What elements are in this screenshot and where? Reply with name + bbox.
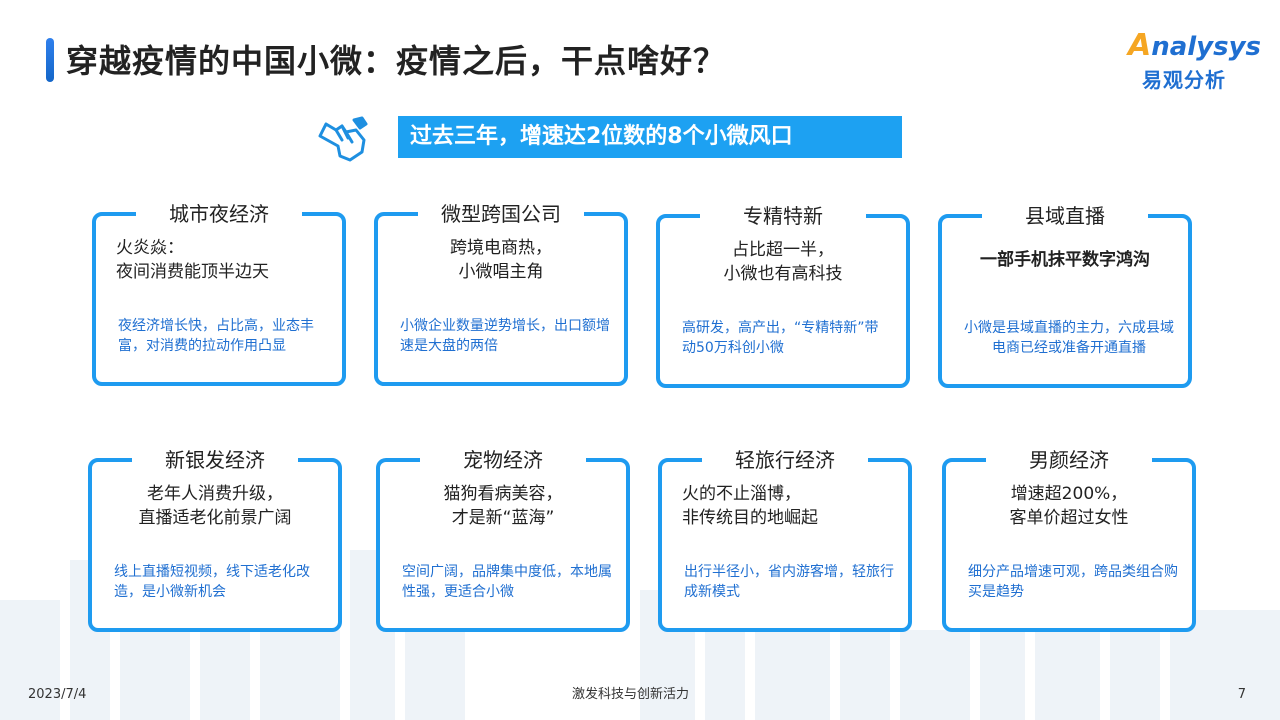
card-light-travel-economy: 轻旅行经济 火的不止淄博， 非传统目的地崛起 出行半径小，省内游客增，轻旅行成新… [658, 447, 912, 632]
card-detail: 出行半径小，省内游客增，轻旅行成新模式 [684, 564, 894, 600]
card-headline: 火的不止淄博， 非传统目的地崛起 [682, 484, 818, 528]
pointing-hand-icon [318, 116, 368, 162]
footer-slogan: 激发科技与创新活力 [572, 687, 690, 702]
logo-wordmark: Analysys [1128, 28, 1262, 63]
card-title: 轻旅行经济 [702, 447, 868, 473]
logo-chinese: 易观分析 [1142, 68, 1226, 92]
page-number: 7 [1237, 687, 1246, 702]
title-accent-bar [46, 38, 54, 82]
card-headline: 增速超200%， 客单价超过女性 [1009, 484, 1129, 528]
card-detail: 高研发，高产出，“专精特新”带动50万科创小微 [682, 320, 879, 356]
card-headline: 一部手机抹平数字鸿沟 [980, 250, 1150, 270]
card-micro-multinational: 微型跨国公司 跨境电商热， 小微唱主角 小微企业数量逆势增长，出口额增速是大盘的… [374, 201, 628, 386]
analysys-logo: Analysys 易观分析 [1128, 28, 1261, 94]
banner-headline: 过去三年，增速达2位数的8个小微风口 [398, 116, 902, 158]
card-male-beauty-economy: 男颜经济 增速超200%， 客单价超过女性 细分产品增速可观，跨品类组合购买是趋… [942, 447, 1196, 632]
card-detail: 小微是县域直播的主力，六成县域电商已经或准备开通直播 [964, 320, 1174, 356]
card-detail: 小微企业数量逆势增长，出口额增速是大盘的两倍 [400, 318, 610, 354]
card-headline: 跨境电商热， 小微唱主角 [450, 238, 552, 282]
card-headline: 老年人消费升级， 直播适老化前景广阔 [138, 484, 292, 528]
card-title: 宠物经济 [420, 447, 586, 473]
card-headline: 火炎焱： 夜间消费能顶半边天 [116, 238, 269, 282]
card-detail: 夜经济增长快，占比高，业态丰富，对消费的拉动作用凸显 [118, 318, 314, 354]
card-title: 新银发经济 [132, 447, 298, 473]
card-title: 县域直播 [982, 203, 1148, 229]
card-headline: 占比超一半， 小微也有高科技 [723, 240, 843, 284]
card-city-night-economy: 城市夜经济 火炎焱： 夜间消费能顶半边天 夜经济增长快，占比高，业态丰富，对消费… [92, 201, 346, 386]
card-detail: 空间广阔，品牌集中度低，本地属性强，更适合小微 [402, 564, 612, 600]
card-title: 男颜经济 [986, 447, 1152, 473]
page-title: 穿越疫情的中国小微：疫情之后，干点啥好？ [66, 42, 727, 80]
card-headline: 猫狗看病美容， 才是新“蓝海” [443, 484, 563, 528]
card-specialized-innovative: 专精特新 占比超一半， 小微也有高科技 高研发，高产出，“专精特新”带动50万科… [656, 203, 910, 388]
card-title: 城市夜经济 [136, 201, 302, 227]
card-title: 专精特新 [700, 203, 866, 229]
card-title: 微型跨国公司 [418, 201, 584, 227]
card-county-livestream: 县域直播 一部手机抹平数字鸿沟 小微是县域直播的主力，六成县域电商已经或准备开通… [938, 203, 1192, 388]
card-silver-economy: 新银发经济 老年人消费升级， 直播适老化前景广阔 线上直播短视频，线下适老化改造… [88, 447, 342, 632]
card-pet-economy: 宠物经济 猫狗看病美容， 才是新“蓝海” 空间广阔，品牌集中度低，本地属性强，更… [376, 447, 630, 632]
card-detail: 线上直播短视频，线下适老化改造，是小微新机会 [114, 564, 310, 600]
card-detail: 细分产品增速可观，跨品类组合购买是趋势 [968, 564, 1178, 600]
footer-date: 2023/7/4 [28, 687, 87, 702]
